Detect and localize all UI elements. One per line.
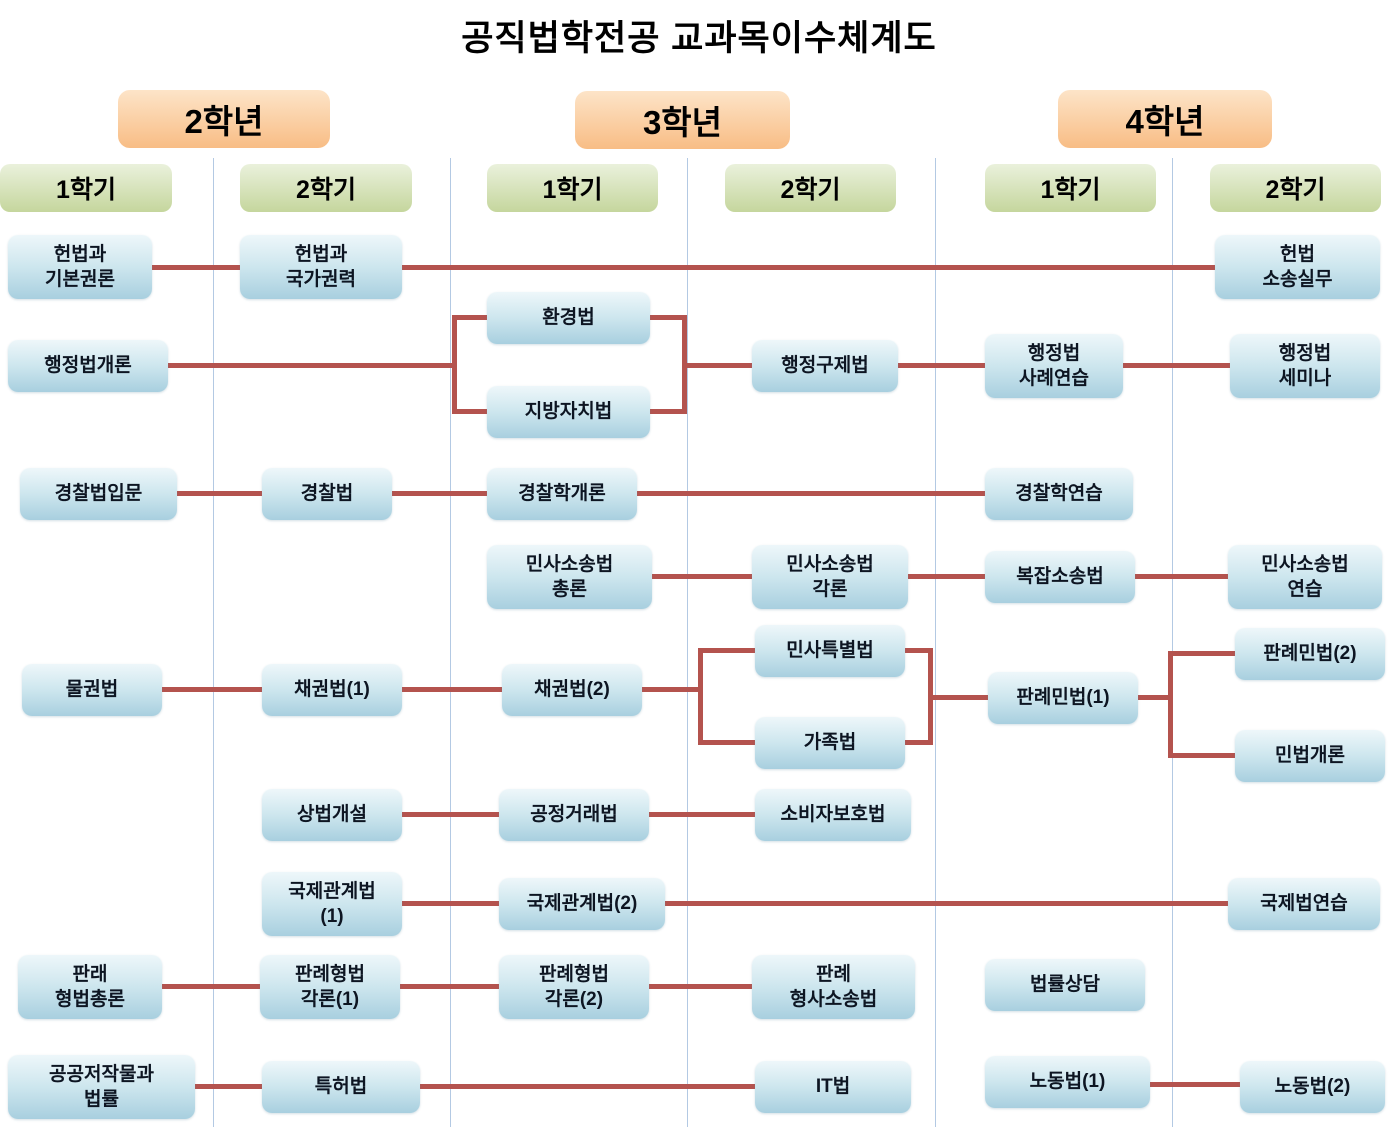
connector-to-family: [698, 740, 755, 745]
course-case-civil-2: 판례민법(2): [1235, 628, 1385, 680]
connector-civil-2: [402, 687, 502, 692]
connector-family-out: [905, 740, 933, 745]
connector-to-civil-intro: [1168, 753, 1235, 758]
column-divider: [450, 158, 451, 1127]
connector-police-2: [392, 491, 487, 496]
connector-intl-2: [665, 901, 1228, 906]
year-header-4: 4학년: [1058, 90, 1272, 148]
connector-ip-2: [420, 1084, 755, 1089]
year-header-3: 3학년: [575, 91, 790, 149]
course-const-litigation: 헌법 소송실무: [1215, 235, 1380, 299]
course-admin-seminar: 행정법 세미나: [1230, 334, 1380, 398]
course-commercial-intro: 상법개설: [262, 789, 402, 841]
course-intl-law-practice: 국제법연습: [1228, 878, 1380, 930]
course-labor-law-1: 노동법(1): [985, 1056, 1150, 1108]
course-case-civil-1: 판례민법(1): [988, 672, 1138, 724]
connector-commercial-2: [649, 812, 755, 817]
connector-admin-split: [452, 315, 457, 414]
connector-const-2: [402, 265, 1215, 270]
connector-civpro-2: [908, 574, 985, 579]
connector-police-3: [637, 491, 985, 496]
connector-criminal-1: [162, 984, 260, 989]
course-environment-law: 환경법: [487, 292, 650, 344]
connector-to-remedy: [682, 363, 752, 368]
course-case-criminal-2: 판례형법 각론(2): [499, 955, 649, 1019]
course-intl-relations-2: 국제관계법(2): [499, 878, 665, 930]
course-admin-remedy-law: 행정구제법: [752, 340, 898, 392]
connector-civil-3: [642, 687, 703, 692]
connector-env-out: [650, 315, 682, 320]
course-consumer-protection: 소비자보호법: [755, 789, 911, 841]
connector-intl-1: [402, 901, 499, 906]
connector-remedy-case: [898, 363, 985, 368]
course-civil-pro-practice: 민사소송법 연습: [1228, 545, 1382, 609]
connector-to-case-civil-2: [1168, 651, 1235, 656]
connector-labor: [1150, 1082, 1240, 1087]
course-local-autonomy-law: 지방자치법: [487, 386, 650, 438]
column-divider: [687, 158, 688, 1127]
semester-header-2: 2학기: [240, 164, 412, 212]
course-property-law: 물권법: [22, 664, 162, 716]
course-police-law-intro: 경찰법입문: [20, 468, 177, 520]
course-fair-trade-law: 공정거래법: [499, 789, 649, 841]
connector-criminal-3: [649, 984, 752, 989]
course-it-law: IT법: [755, 1061, 911, 1113]
connector-case-seminar: [1123, 363, 1230, 368]
course-civil-pro-particulars: 민사소송법 각론: [752, 545, 908, 609]
course-civil-special-law: 민사특별법: [755, 625, 905, 677]
connector-special-out: [905, 648, 933, 653]
connector-admin-main: [168, 363, 457, 368]
course-case-criminal-pro: 판례 형사소송법: [752, 955, 915, 1019]
connector-civil-1: [162, 687, 262, 692]
column-divider: [1172, 158, 1173, 1127]
course-obligations-1: 채권법(1): [262, 664, 402, 716]
course-labor-law-2: 노동법(2): [1240, 1061, 1385, 1113]
semester-header-4: 2학기: [725, 164, 896, 212]
course-patent-law: 특허법: [262, 1061, 420, 1113]
course-civil-pro-general: 민사소송법 총론: [487, 545, 652, 609]
course-const-state-power: 헌법과 국가권력: [240, 235, 402, 299]
connector-civpro-3: [1135, 574, 1228, 579]
semester-header-5: 1학기: [985, 164, 1156, 212]
connector-civil-split: [698, 648, 703, 745]
connector-case-civil-out: [1138, 695, 1173, 700]
course-admin-case-practice: 행정법 사례연습: [985, 334, 1123, 398]
connector-admin-to-env: [452, 315, 487, 320]
course-public-works-law: 공공저작물과 법률: [8, 1055, 195, 1119]
course-intl-relations-1: 국제관계법 (1): [262, 872, 402, 936]
connector-const-1: [152, 265, 240, 270]
column-divider: [213, 158, 214, 1127]
course-police-studies-practice: 경찰학연습: [985, 468, 1133, 520]
semester-header-3: 1학기: [487, 164, 658, 212]
column-divider: [935, 158, 936, 1127]
course-obligations-2: 채권법(2): [502, 664, 642, 716]
course-legal-counseling: 법률상담: [985, 959, 1145, 1011]
connector-to-special: [698, 648, 755, 653]
course-family-law: 가족법: [755, 717, 905, 769]
course-case-criminal-general: 판래 형법총론: [18, 955, 162, 1019]
year-header-2: 2학년: [118, 90, 330, 148]
connector-local-out: [650, 409, 682, 414]
page-title: 공직법학전공 교과목이수체계도: [461, 19, 937, 58]
connector-ip-1: [195, 1084, 262, 1089]
connector-police-1: [177, 491, 262, 496]
semester-header-1: 1학기: [0, 164, 172, 212]
semester-header-6: 2학기: [1210, 164, 1381, 212]
course-police-law: 경찰법: [262, 468, 392, 520]
course-police-studies-intro: 경찰학개론: [487, 468, 637, 520]
course-admin-law-intro: 행정법개론: [8, 340, 168, 392]
connector-case-civil-split: [1168, 651, 1173, 758]
course-const-basic-rights: 헌법과 기본권론: [8, 235, 152, 299]
connector-civpro-1: [652, 574, 752, 579]
course-civil-law-intro: 민법개론: [1235, 730, 1385, 782]
course-case-criminal-1: 판례형법 각론(1): [260, 955, 400, 1019]
connector-criminal-2: [400, 984, 499, 989]
connector-commercial-1: [402, 812, 499, 817]
course-complex-litigation: 복잡소송법: [985, 551, 1135, 603]
connector-to-case-civil: [928, 695, 988, 700]
connector-admin-to-local: [452, 409, 487, 414]
